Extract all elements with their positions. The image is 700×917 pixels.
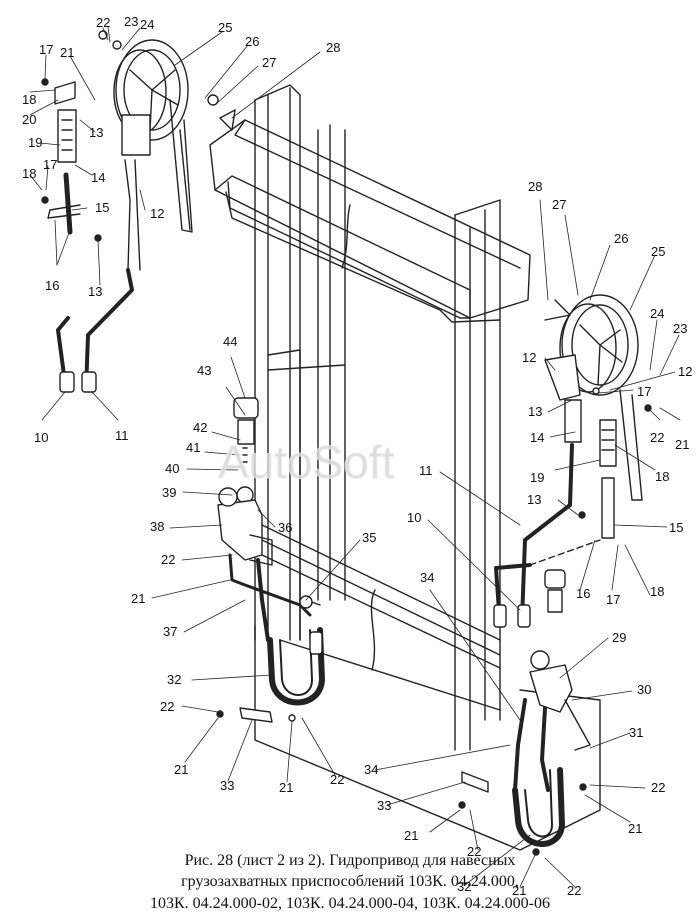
callout-37: 37 <box>163 624 177 639</box>
mast-frame <box>209 84 601 851</box>
callout-25: 25 <box>218 20 232 35</box>
callout-18: 18 <box>22 92 36 107</box>
callout-24: 24 <box>650 306 664 321</box>
callout-23: 23 <box>673 321 687 336</box>
right-pulley-assembly <box>493 294 643 628</box>
callout-21: 21 <box>675 437 689 452</box>
callout-25: 25 <box>651 244 665 259</box>
callout-22: 22 <box>96 15 110 30</box>
callout-21: 21 <box>174 762 188 777</box>
callout-42: 42 <box>193 420 207 435</box>
watermark: AutoSoft <box>218 436 395 488</box>
callout-33: 33 <box>220 778 234 793</box>
callout-15: 15 <box>95 200 109 215</box>
figure-caption-line-2: грузозахватных приспособлений 103К. 04.2… <box>181 873 519 890</box>
callout-18: 18 <box>22 166 36 181</box>
callout-13: 13 <box>527 492 541 507</box>
callout-26: 26 <box>614 231 628 246</box>
figure-caption-line-1: Рис. 28 (лист 2 из 2). Гидропривод для н… <box>184 852 516 869</box>
callout-21: 21 <box>512 883 526 898</box>
callout-17: 17 <box>606 592 620 607</box>
callout-22: 22 <box>467 844 481 859</box>
callout-labels: 22 23 24 25 26 27 28 17 21 18 20 13 19 1… <box>22 14 692 898</box>
callout-22: 22 <box>330 772 344 787</box>
callout-26: 26 <box>245 34 259 49</box>
callout-28: 28 <box>528 179 542 194</box>
callout-17: 17 <box>43 157 57 172</box>
callout-12: 12 <box>522 350 536 365</box>
left-valve-block <box>217 397 325 706</box>
callout-32: 32 <box>167 672 181 687</box>
callout-21: 21 <box>131 591 145 606</box>
callout-17: 17 <box>637 384 651 399</box>
callout-31: 31 <box>629 725 643 740</box>
callout-13: 13 <box>528 404 542 419</box>
callout-12: 12 <box>150 206 164 221</box>
callout-27: 27 <box>552 197 566 212</box>
callout-22: 22 <box>651 780 665 795</box>
leader-lines <box>29 26 681 888</box>
callout-28: 28 <box>326 40 340 55</box>
figure-caption-line-3: 103К. 04.24.000-02, 103К. 04.24.000-04, … <box>150 895 550 912</box>
callout-19: 19 <box>28 135 42 150</box>
callout-18: 18 <box>650 584 664 599</box>
callout-38: 38 <box>150 519 164 534</box>
left-pulley-assembly <box>47 39 193 393</box>
callout-27: 27 <box>262 55 276 70</box>
callout-16: 16 <box>45 278 59 293</box>
callout-11: 11 <box>419 463 433 478</box>
callout-36: 36 <box>278 520 292 535</box>
callout-22: 22 <box>160 699 174 714</box>
callout-14: 14 <box>530 430 544 445</box>
callout-20: 20 <box>22 112 36 127</box>
callout-16: 16 <box>576 586 590 601</box>
callout-15: 15 <box>669 520 683 535</box>
callout-21: 21 <box>60 45 74 60</box>
callout-44: 44 <box>223 334 237 349</box>
callout-19: 19 <box>530 470 544 485</box>
callout-29: 29 <box>612 630 626 645</box>
callout-22: 22 <box>161 552 175 567</box>
callout-21: 21 <box>279 780 293 795</box>
callout-23: 23 <box>124 14 138 29</box>
callout-14: 14 <box>91 170 105 185</box>
callout-24: 24 <box>140 17 154 32</box>
callout-35: 35 <box>362 530 376 545</box>
callout-10: 10 <box>34 430 48 445</box>
callout-22: 22 <box>650 430 664 445</box>
callout-32: 32 <box>457 879 471 894</box>
callout-13: 13 <box>88 284 102 299</box>
callout-12: 12 <box>678 364 692 379</box>
callout-21: 21 <box>404 828 418 843</box>
callout-34: 34 <box>420 570 434 585</box>
callout-13: 13 <box>89 125 103 140</box>
callout-11: 11 <box>115 428 129 443</box>
callout-30: 30 <box>637 682 651 697</box>
callout-39: 39 <box>162 485 176 500</box>
callout-21: 21 <box>628 821 642 836</box>
callout-10: 10 <box>407 510 421 525</box>
callout-22: 22 <box>567 883 581 898</box>
callout-33: 33 <box>377 798 391 813</box>
callout-40: 40 <box>165 461 179 476</box>
callout-41: 41 <box>186 440 200 455</box>
callout-43: 43 <box>197 363 211 378</box>
callout-17: 17 <box>39 42 53 57</box>
callout-18: 18 <box>655 469 669 484</box>
callout-34: 34 <box>364 762 378 777</box>
